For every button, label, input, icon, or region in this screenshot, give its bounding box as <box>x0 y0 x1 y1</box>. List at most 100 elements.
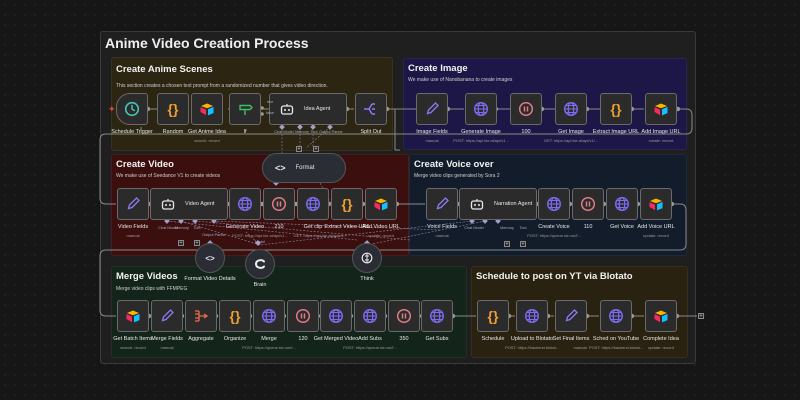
node-organize[interactable]: {} <box>219 300 251 332</box>
add-memory-button[interactable]: + <box>178 240 184 246</box>
node-get-clip[interactable] <box>297 188 329 220</box>
pencil-icon <box>436 197 449 210</box>
node-add-image-url[interactable] <box>645 93 677 125</box>
node-subtitle: POST: https://queue.fal.run/f... <box>242 345 296 350</box>
node-schedule[interactable]: {} <box>477 300 509 332</box>
node-add-subs[interactable] <box>354 300 386 332</box>
node-video-fields[interactable] <box>117 188 149 220</box>
add-memory-button[interactable]: + <box>504 241 510 247</box>
code-icon: <> <box>275 163 286 173</box>
pencil-icon <box>127 197 140 210</box>
agent-port-tool: Tool <box>310 130 318 134</box>
section-description: Merge video clips with FFMPEG <box>116 286 188 292</box>
node-label: 350 <box>399 336 409 342</box>
node-label: Think <box>360 276 374 282</box>
node-set-final-items[interactable] <box>555 300 587 332</box>
node-label: If <box>243 129 247 135</box>
node-merge-fields[interactable] <box>151 300 183 332</box>
node-think[interactable] <box>352 243 382 273</box>
node-get-anime-idea[interactable] <box>191 93 223 125</box>
node-label: Get Voice <box>610 224 634 230</box>
node-video-agent[interactable]: Video Agent <box>150 188 228 220</box>
node-label: Sched on YouTube <box>592 336 640 342</box>
node-subtitle: manual <box>126 233 140 238</box>
node-idea-agent[interactable]: Idea Agent <box>269 93 347 125</box>
node-extract-video-url[interactable]: {} <box>331 188 363 220</box>
node-label: Image Fields <box>416 129 448 135</box>
section-title: Create Image <box>408 63 468 74</box>
node-label: Extract Video URL <box>324 224 370 230</box>
node-add-video-url[interactable] <box>365 188 397 220</box>
pencil-icon <box>426 102 439 115</box>
agent-port-tool: Tool <box>193 226 201 230</box>
node-extract-image-url[interactable]: {} <box>600 93 632 125</box>
globe-icon <box>328 308 344 324</box>
node-wait-100[interactable] <box>510 93 542 125</box>
node-random[interactable]: {} <box>157 93 189 125</box>
node-brain[interactable] <box>245 249 275 279</box>
node-format-video-details[interactable]: <> <box>195 243 225 273</box>
node-narration-agent[interactable]: Narration Agent <box>459 188 537 220</box>
node-aggregate[interactable] <box>185 300 217 332</box>
node-image-fields[interactable] <box>416 93 448 125</box>
node-wait-120[interactable] <box>287 300 319 332</box>
node-sched-on-youtube[interactable] <box>600 300 632 332</box>
node-wait-110[interactable] <box>572 188 604 220</box>
node-if[interactable] <box>229 93 261 125</box>
node-label: Get clip <box>303 224 323 230</box>
node-label: Get Batch Items <box>113 336 153 342</box>
node-format[interactable]: <> Format <box>262 153 346 183</box>
node-label: Voice Fields <box>427 224 457 230</box>
node-create-voice[interactable] <box>538 188 570 220</box>
globe-icon <box>429 308 445 324</box>
add-tool-button[interactable]: + <box>194 240 200 246</box>
node-get-subs[interactable] <box>421 300 453 332</box>
node-label: Format Video Details <box>184 276 236 282</box>
signpost-icon <box>239 104 253 115</box>
braces-icon: {} <box>487 308 499 324</box>
node-generate-video[interactable] <box>229 188 261 220</box>
braces-icon: {} <box>167 101 179 117</box>
agent-port-chat-model: Chat Model <box>274 130 294 134</box>
node-get-image[interactable] <box>555 93 587 125</box>
node-subtitle: update: record <box>368 233 394 238</box>
section-description: We make use of Nanobanana to create imag… <box>408 77 513 83</box>
code-icon: <> <box>205 253 215 263</box>
node-get-merged-video[interactable] <box>320 300 352 332</box>
node-label: Set Final Items <box>552 336 590 342</box>
node-upload-to-blotato[interactable] <box>516 300 548 332</box>
node-add-voice-url[interactable] <box>640 188 672 220</box>
node-get-batch-items[interactable] <box>117 300 149 332</box>
node-wait-210[interactable] <box>263 188 295 220</box>
node-subtitle: create: record <box>648 138 674 143</box>
node-schedule-trigger[interactable] <box>116 93 148 125</box>
if-true-output: true <box>266 100 274 104</box>
globe-icon <box>563 101 579 117</box>
node-generate-image[interactable] <box>465 93 497 125</box>
node-split-out[interactable] <box>355 93 387 125</box>
node-label: Random <box>162 129 184 135</box>
node-get-voice[interactable] <box>606 188 638 220</box>
robot-icon <box>470 199 484 210</box>
split-icon <box>364 103 375 115</box>
add-tool-button[interactable]: + <box>520 241 526 247</box>
braces-icon: {} <box>229 308 241 324</box>
agent-port-chat-model: Chat Model <box>158 226 178 230</box>
anthropic-icon <box>254 259 265 269</box>
node-subtitle: search: record <box>120 345 146 350</box>
pause-icon <box>518 101 534 117</box>
pause-icon <box>580 196 596 212</box>
braces-icon: {} <box>610 101 622 117</box>
pencil-icon <box>565 309 578 322</box>
node-subtitle: POST: https://queue.fal.run/f... <box>527 233 581 238</box>
braces-icon: {} <box>341 196 353 212</box>
add-memory-button[interactable]: + <box>296 146 302 152</box>
node-complete-idea[interactable] <box>645 300 677 332</box>
add-next-node-button[interactable]: + <box>698 313 704 319</box>
node-merge[interactable] <box>253 300 285 332</box>
node-wait-350[interactable] <box>388 300 420 332</box>
node-label: Generate Image <box>461 129 501 135</box>
node-title: Narration Agent <box>494 201 533 207</box>
node-voice-fields[interactable] <box>426 188 458 220</box>
add-tool-button[interactable]: + <box>313 146 319 152</box>
